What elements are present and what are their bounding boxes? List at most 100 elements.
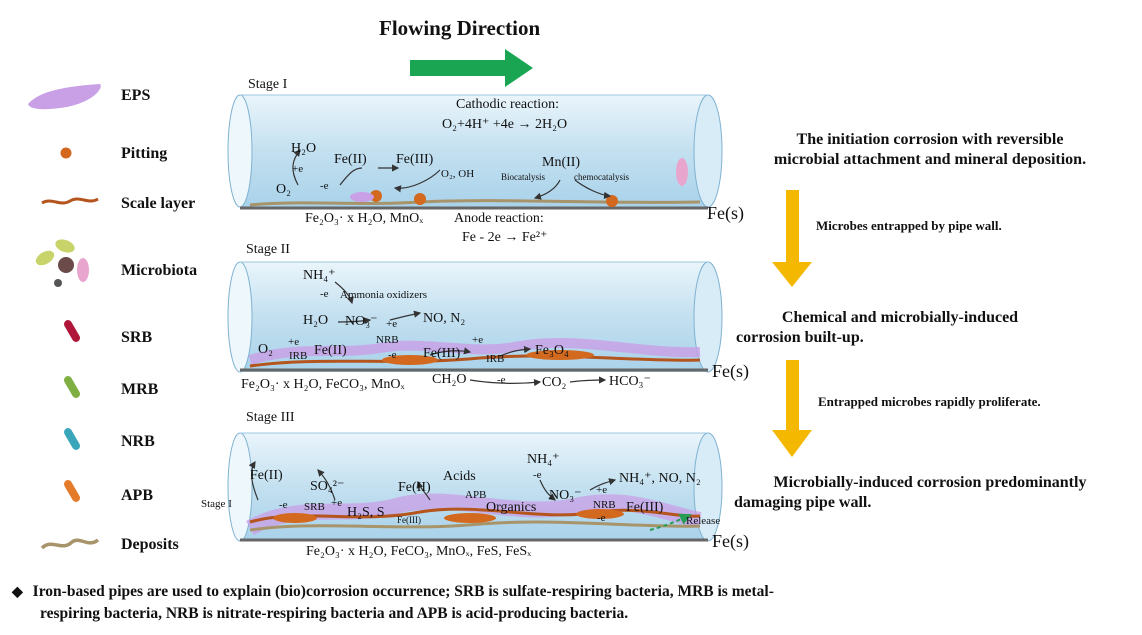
- s2-co2: CO₂: [542, 375, 567, 390]
- srb-swatch: [64, 320, 80, 342]
- s3-h2s-s: H₂S, S: [347, 505, 385, 520]
- stage-1-description-line-1: The initiation corrosion with reversible: [796, 131, 1064, 148]
- stage-3-description-line-2: damaging pipe wall.: [734, 494, 872, 511]
- s3-fe2: Fe(II): [250, 468, 283, 483]
- s3-no3: NO₃⁻: [549, 488, 582, 503]
- apb-swatch: [64, 480, 80, 502]
- s1-anode-title: Anode reaction:: [454, 211, 544, 226]
- s2-nrb: NRB: [376, 334, 399, 346]
- s2-no3: NO₃⁻: [345, 314, 378, 329]
- stage-2-description: Chemical and microbially-induced corrosi…: [710, 308, 1090, 348]
- legend-graphics: [28, 84, 101, 550]
- s2-irb-2: IRB: [486, 353, 505, 365]
- s2-h2o: H₂O: [303, 313, 329, 328]
- deposits-swatch: [40, 538, 100, 550]
- stage-2-label: Stage II: [246, 242, 290, 257]
- stage-2-description-line-1: Chemical and microbially-induced: [781, 309, 1019, 326]
- s1-o2-oh: O₂, OH: [441, 168, 475, 180]
- stage-1-label: Stage I: [248, 77, 288, 92]
- stage-3-description-line-1: Microbially-induced corrosion predominan…: [773, 474, 1087, 491]
- legend-label-scale: Scale layer: [121, 195, 196, 212]
- legend-label-mrb: MRB: [121, 381, 159, 398]
- s2-ammonia-oxidizers: Ammonia oxidizers: [340, 289, 428, 301]
- legend-label-srb: SRB: [121, 329, 153, 346]
- s3-nrb: NRB: [593, 499, 616, 511]
- arrow-1-2: [772, 190, 812, 287]
- stage-3-label: Stage III: [246, 410, 295, 425]
- legend-label-pitting: Pitting: [121, 145, 168, 162]
- s1-minus-e: -e: [320, 180, 329, 192]
- s1-bottom-deposits: Fe₂O₃· x H₂O, MnOₓ: [305, 211, 424, 226]
- s3-so4: SO₄²⁻: [310, 479, 345, 494]
- s1-h2o: H₂O: [291, 141, 317, 156]
- footnote-line-2: respiring bacteria, NRB is nitrate-respi…: [40, 605, 629, 622]
- s1-cathodic-title: Cathodic reaction:: [456, 97, 560, 112]
- stage-1-description: The initiation corrosion with reversible…: [730, 130, 1130, 170]
- s3-fe3: Fe(III): [397, 515, 421, 525]
- s2-o2: O₂: [258, 342, 273, 357]
- s3-fe2-b: Fe(II): [398, 480, 431, 495]
- flow-arrow: [410, 49, 533, 87]
- stage-3-description: Microbially-induced corrosion predominan…: [730, 473, 1130, 513]
- mrb-swatch: [64, 376, 80, 398]
- transition-2-text: Entrapped microbes rapidly proliferate.: [818, 394, 1041, 409]
- s1-fe3: Fe(III): [396, 152, 434, 167]
- progress-arrows: [772, 190, 812, 457]
- s3-bottom-deposits: Fe₂O₃· x H₂O, FeCO₃, MnOₓ, FeS, FeSₓ: [306, 544, 532, 559]
- pipe-stage-1: [227, 94, 723, 210]
- s3-stage-1-ref: Stage I: [201, 498, 232, 510]
- s2-hco3: HCO₃⁻: [609, 374, 651, 389]
- s2-fe3o4: Fe₃O₄: [535, 343, 569, 358]
- s3-minus-e-3: -e: [597, 512, 606, 524]
- pipe-stage-3: [227, 432, 723, 542]
- arrow-2-3: [772, 360, 812, 457]
- scale-swatch: [41, 197, 99, 205]
- s3-organics: Organics: [486, 500, 537, 515]
- stage-1-description-line-2: microbial attachment and mineral deposit…: [773, 151, 1087, 168]
- eps-swatch: [28, 84, 101, 110]
- s3-apb: APB: [465, 489, 487, 501]
- s2-minus-e-1: -e: [320, 288, 329, 300]
- s2-plus-e-3: +e: [472, 334, 484, 346]
- s2-bottom-deposits: Fe₂O₃· x H₂O, FeCO₃, MnOₓ: [241, 377, 405, 392]
- s3-nh4: NH₄⁺: [527, 452, 560, 467]
- s2-ch2o: CH₂O: [432, 372, 467, 387]
- s1-fe-s: Fe(s): [707, 203, 744, 223]
- s3-plus-e: +e: [331, 497, 343, 509]
- pipe-stage-2: [227, 261, 723, 373]
- s3-products: NH₄⁺, NO, N₂: [619, 471, 701, 486]
- stage-2-description-line-2: corrosion built-up.: [736, 329, 864, 346]
- reaction-arrows: [248, 149, 617, 501]
- legend-label-nrb: NRB: [121, 433, 155, 450]
- s1-biocatalysis: Biocatalysis: [501, 172, 545, 182]
- s1-anode-eq: Fe - 2e → Fe²⁺: [462, 230, 548, 245]
- s3-fe3-b: Fe(III): [626, 500, 664, 515]
- s1-o2: O₂: [276, 182, 291, 197]
- legend-label-eps: EPS: [121, 87, 151, 104]
- s3-fe-s: Fe(s): [712, 531, 749, 551]
- s3-acids: Acids: [443, 469, 476, 484]
- s3-srb: SRB: [304, 501, 325, 513]
- s2-irb: IRB: [289, 350, 308, 362]
- s2-minus-e-2: -e: [388, 349, 397, 361]
- legend-label-deposits: Deposits: [121, 536, 179, 553]
- s3-release: Release: [686, 515, 721, 527]
- s2-nh4: NH₄⁺: [303, 268, 336, 283]
- s1-chemocatalysis: chemocatalysis: [574, 172, 629, 182]
- s1-plus-e: +e: [292, 163, 304, 175]
- legend-label-apb: APB: [121, 487, 153, 504]
- s2-fe2: Fe(II): [314, 343, 347, 358]
- s3-plus-e-2: +e: [596, 484, 608, 496]
- s3-minus-e-2: -e: [533, 469, 542, 481]
- s2-minus-e-3: -e: [497, 374, 506, 386]
- legend-label-microbiota: Microbiota: [121, 262, 198, 279]
- s2-plus-e: +e: [386, 318, 398, 330]
- flowing-direction-title: Flowing Direction: [379, 16, 541, 40]
- footnote: ◆ Iron-based pipes are used to explain (…: [12, 581, 1132, 624]
- s1-fe2: Fe(II): [334, 152, 367, 167]
- microbiota-swatch: [35, 239, 89, 287]
- footnote-bullet: ◆: [12, 585, 23, 600]
- s1-cathodic-eq: O₂+4H⁺ +4e → 2H₂O: [442, 117, 568, 132]
- transition-1-text: Microbes entrapped by pipe wall.: [816, 218, 1002, 233]
